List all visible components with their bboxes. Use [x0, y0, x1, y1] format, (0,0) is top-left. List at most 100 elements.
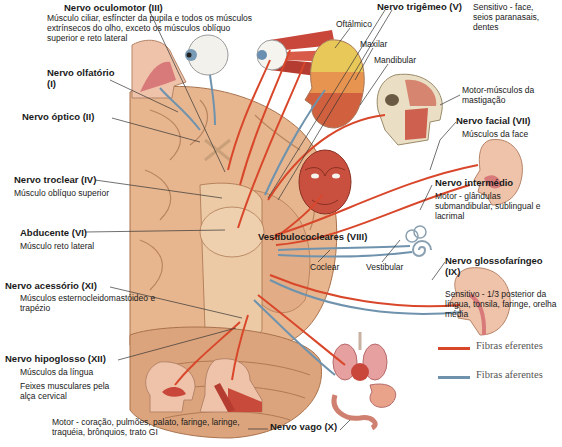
nerve-fibers	[160, 50, 478, 385]
skull-illustration	[377, 74, 442, 145]
nerve-name: Nervo glossofaríngeo (IX)	[445, 256, 560, 278]
legend-text: Fibras aferentes	[476, 369, 543, 380]
leader-lines	[118, 328, 236, 360]
nerve-fibers	[210, 75, 215, 125]
legend-swatch	[438, 347, 470, 350]
leader-lines	[335, 28, 350, 48]
function-note: Músculo reto lateral	[20, 242, 94, 252]
nose-illustration	[132, 40, 186, 98]
eyeball-illustration	[185, 35, 228, 75]
leader-lines	[432, 262, 445, 280]
leader-lines	[420, 185, 432, 210]
function-note: Maxilar	[360, 40, 387, 50]
function-note: Motor-músculos da mastigação	[462, 86, 552, 106]
trigeminal-head-illustration	[300, 36, 370, 72]
nerve-fibers	[258, 295, 345, 365]
legend-item: Fibras aferentes	[438, 369, 560, 385]
inner-ear-illustration	[413, 241, 431, 256]
nose-illustration	[140, 62, 176, 92]
leader-lines	[150, 12, 225, 172]
face-muscles-illustration	[311, 174, 319, 179]
nerve-fibers	[278, 252, 412, 256]
nerve-name: Nervo hipoglosso (XII)	[5, 354, 106, 365]
nerve-name: Nervo facial (VII)	[456, 116, 530, 127]
function-note: Músculo oblíquo superior	[14, 189, 109, 199]
skull-illustration	[405, 80, 436, 106]
function-note: Sensitivo - face, seios paranasais, dent…	[473, 3, 555, 32]
leader-lines	[95, 180, 222, 198]
organs-illustration	[333, 332, 396, 428]
organs-illustration	[351, 363, 369, 381]
trigeminal-head-illustration	[305, 40, 364, 128]
nerve-name: Nervo óptico (II)	[22, 112, 94, 123]
function-note: Músculos esternocleidomastóideo e trapéz…	[20, 294, 170, 314]
nerve-fibers	[160, 88, 200, 130]
leader-lines	[355, 48, 373, 80]
nerve-name: Abducente (VI)	[20, 228, 87, 239]
leader-lines	[360, 64, 388, 105]
nerve-name: Nervo troclear (IV)	[14, 175, 96, 186]
function-note: Músculos da língua	[20, 368, 93, 378]
brain-base-view	[130, 86, 337, 345]
face-muscles-illustration	[299, 150, 351, 214]
nerve-fibers	[175, 322, 240, 385]
function-note: Oftálmico	[336, 20, 372, 30]
function-note: Vestibular	[366, 263, 403, 273]
nerve-name: Vestibulococleares (VIII)	[258, 232, 368, 243]
nerve-fibers	[265, 90, 325, 195]
eye-muscles-illustration	[257, 50, 267, 60]
legend-item: Fibras eferentes	[438, 340, 560, 356]
nerve-fibers	[270, 275, 460, 306]
face-muscles-illustration	[299, 150, 351, 214]
skull-illustration	[405, 108, 428, 140]
trigeminal-head-illustration	[300, 93, 370, 133]
function-note: Sensitivo - 1/3 posterior da língua, ton…	[445, 290, 560, 319]
nerve-name: Nervo intermédio	[435, 178, 513, 189]
neck-muscles-illustration	[214, 383, 235, 412]
nerve-name: Nervo olfatório (I)	[47, 68, 117, 90]
nerve-name: Nervo acessório (XI)	[5, 281, 97, 292]
eyeball-illustration	[187, 53, 192, 58]
leader-lines	[430, 122, 456, 170]
neck-muscles-illustration	[200, 359, 262, 412]
leader-lines	[85, 230, 225, 232]
leader-lines	[440, 95, 460, 105]
function-note: Músculo ciliar, esfíncter da pupila e to…	[47, 14, 257, 43]
function-note: Motor - glândulas submandibular, subling…	[435, 192, 547, 221]
leader-lines	[382, 240, 400, 262]
nerve-name: Nervo vago (X)	[270, 422, 337, 433]
organs-illustration	[359, 332, 362, 350]
leader-lines	[268, 10, 385, 198]
nerve-name: Nervo oculomotor (III)	[64, 3, 163, 14]
skull-illustration	[377, 74, 442, 145]
brain-base-view	[205, 140, 230, 160]
nerve-fibers	[254, 300, 335, 375]
eyeball-illustration	[185, 49, 197, 61]
organs-illustration	[334, 395, 375, 428]
skull-illustration	[385, 94, 399, 106]
neck-muscles-illustration	[200, 359, 262, 412]
nose-illustration	[132, 40, 186, 98]
nerve-fibers	[238, 62, 305, 228]
nerve-fibers	[232, 315, 248, 380]
leader-lines	[112, 118, 200, 142]
leader-lines	[110, 80, 178, 112]
organs-illustration	[370, 384, 396, 407]
nerve-fibers	[278, 246, 410, 250]
leader-lines	[318, 250, 330, 262]
function-note: Músculos da face	[462, 130, 528, 140]
eye-muscles-illustration	[257, 40, 287, 70]
leader-lines	[248, 429, 268, 430]
function-note: Motor - coração, pulmões, palato, faring…	[52, 418, 247, 438]
legend-swatch	[438, 376, 470, 379]
legend-text: Fibras eferentes	[476, 340, 543, 351]
face-muscles-illustration	[305, 168, 345, 205]
leader-lines	[85, 10, 460, 430]
function-note: Feixes musculares pela alça cervical	[20, 382, 120, 402]
leader-lines	[340, 420, 350, 430]
nerve-name: Nervo trigêmeo (V)	[377, 2, 462, 13]
brain-base-view	[200, 207, 264, 257]
brain-base-view	[130, 86, 337, 438]
function-note: Coclear	[310, 263, 339, 273]
function-note: Mandibular	[374, 56, 416, 66]
